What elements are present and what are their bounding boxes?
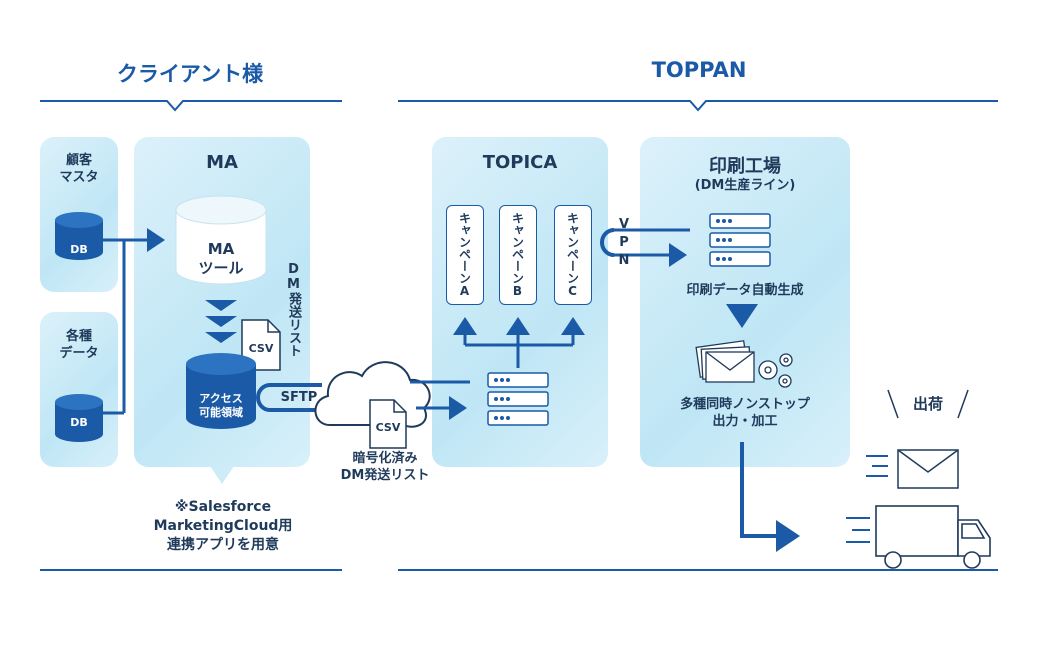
shipping-slash-right [957, 389, 969, 419]
sftp-tube-curve [256, 383, 271, 412]
campaign-branch [465, 343, 573, 368]
toppan-heading: TOPPAN [651, 58, 747, 82]
database-icon [55, 212, 103, 260]
gear-icon [758, 353, 793, 388]
cloud-csv-label: CSV [375, 421, 401, 434]
factory-title: 印刷工場 [709, 156, 781, 177]
db-connector [103, 238, 126, 415]
server-icon [709, 213, 771, 267]
toppan-header-rule [398, 100, 998, 112]
misc-data-label: 各種データ [59, 329, 99, 361]
campaign-b: キャンペーンB [499, 205, 537, 305]
ma-csv-label: CSV [248, 342, 274, 355]
database-icon [55, 394, 103, 442]
client-header-rule [40, 100, 342, 112]
shipping-slash-left [887, 389, 899, 419]
campaign-c: キャンペーンC [554, 205, 592, 305]
customer-master-label: 顧客マスタ [59, 153, 99, 185]
server-icon [487, 372, 549, 426]
shipping-connector [740, 442, 800, 552]
ma-title: MA [206, 152, 238, 173]
envelope-icon [695, 340, 755, 383]
factory-panel [640, 137, 850, 467]
factory-subtitle: (DM生産ライン) [694, 178, 796, 193]
database-icon [186, 353, 256, 429]
csv-file-icon [369, 399, 407, 449]
sftp-label: SFTP [280, 390, 318, 405]
misc-db-label: DB [70, 416, 88, 429]
dm-list-vertical-label: DM発送リスト [286, 262, 301, 357]
topica-title: TOPICA [482, 152, 558, 173]
vpn-n: N [618, 253, 630, 268]
customer-db-label: DB [70, 243, 88, 256]
client-heading: クライアント様 [116, 62, 264, 86]
envelope-icon [897, 449, 959, 489]
shipping-label: 出荷 [912, 395, 943, 413]
nonstop-process-label: 多種同時ノンストップ出力・加工 [680, 397, 810, 429]
motion-lines [846, 517, 870, 543]
campaign-a: キャンペーンA [446, 205, 484, 305]
down-arrow-icon [205, 300, 237, 343]
sftp-tube [270, 383, 322, 412]
access-area-label: アクセス可能領域 [199, 392, 243, 419]
vpn-tube [600, 228, 615, 257]
vpn-v: V [618, 217, 630, 232]
auto-generate-label: 印刷データ自動生成 [686, 283, 804, 298]
motion-lines [866, 455, 888, 477]
truck-icon [875, 505, 991, 569]
vpn-p: P [619, 235, 629, 250]
ma-note-pointer [210, 466, 234, 484]
ma-tool-cylinder [175, 195, 267, 285]
